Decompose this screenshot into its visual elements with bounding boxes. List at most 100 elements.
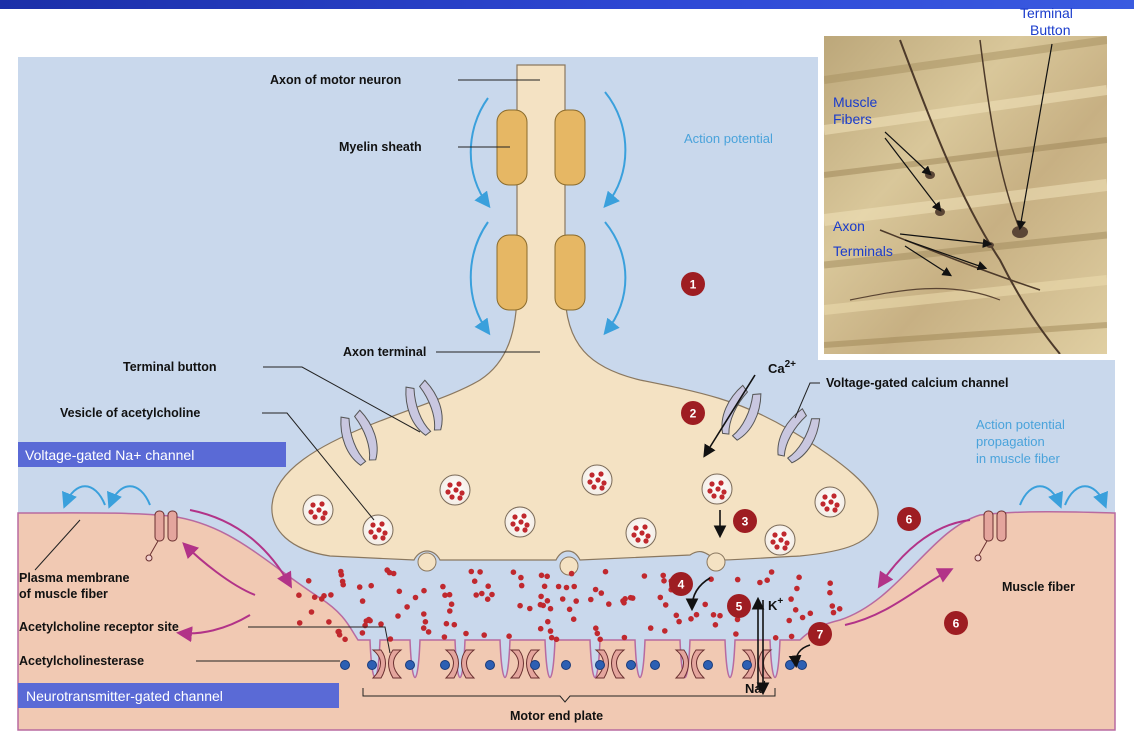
- acetylcholine-molecule: [463, 630, 469, 637]
- acetylcholine-molecule: [468, 568, 475, 575]
- acetylcholine-molecule: [440, 583, 446, 590]
- acetylcholine-molecule: [702, 601, 708, 608]
- acetylcholinesterase-enzyme: [340, 660, 350, 670]
- acetylcholine-molecule: [396, 588, 403, 595]
- calcium-channels: [340, 379, 821, 466]
- acetylcholine-molecule: [537, 601, 544, 608]
- photo-label-axon-terminals-2: Terminals: [833, 243, 893, 259]
- acetylcholine-molecule: [662, 602, 669, 608]
- svg-text:3: 3: [742, 515, 749, 529]
- top-bar: [0, 0, 1134, 9]
- svg-text:6: 6: [953, 617, 960, 631]
- receptor-channels: [371, 649, 773, 679]
- acetylcholine-molecule: [547, 605, 554, 612]
- acetylcholine-receptor: [674, 649, 706, 679]
- svg-text:1: 1: [690, 278, 697, 292]
- photo-label-terminal-button-1: Terminal: [1020, 5, 1073, 21]
- photo-label-axon-terminals-1: Axon: [833, 218, 865, 234]
- label-potassium-ion: K+: [768, 596, 783, 613]
- acetylcholine-molecule: [772, 635, 779, 641]
- acetylcholine-molecule: [647, 625, 654, 631]
- acetylcholine-molecule: [796, 574, 802, 581]
- acetylcholine-molecule: [485, 583, 492, 589]
- local-current-arrows: [176, 509, 971, 643]
- acetylcholinesterase-enzyme: [530, 660, 540, 670]
- acetylcholine-receptor: [594, 649, 626, 679]
- vesicles: [302, 464, 846, 556]
- acetylcholine-molecule: [661, 578, 667, 584]
- acetylcholinesterase-enzyme: [703, 660, 713, 670]
- acetylcholine-molecule: [311, 594, 318, 600]
- acetylcholine-molecule: [484, 596, 491, 602]
- acetylcholinesterase-enzyme: [595, 660, 605, 670]
- acetylcholine-molecule: [555, 583, 562, 590]
- acetylcholinesterase-enzyme: [367, 660, 377, 670]
- acetylcholine-molecule: [764, 577, 770, 583]
- acetylcholine-molecule: [566, 606, 573, 613]
- label-vesicle-of-acetylcholine: Vesicle of acetylcholine: [60, 406, 200, 420]
- label-myelin-sheath: Myelin sheath: [339, 140, 422, 154]
- vesicle: [814, 486, 846, 518]
- acetylcholine-molecule: [563, 584, 570, 591]
- acetylcholine-molecule: [788, 633, 795, 640]
- myelin-sheath-segment: [554, 234, 586, 311]
- acetylcholine-molecule: [688, 616, 694, 622]
- acetylcholine-molecule: [420, 625, 427, 631]
- acetylcholine-molecule: [545, 618, 551, 625]
- release-sites: [417, 552, 726, 576]
- acetylcholine-molecule: [660, 572, 666, 579]
- label-plasma-membrane-2: of muscle fiber: [19, 587, 108, 601]
- acetylcholine-molecule: [712, 622, 719, 628]
- acetylcholine-molecule: [296, 592, 302, 598]
- acetylcholine-molecule: [384, 567, 391, 573]
- micrograph-inset: [824, 36, 1107, 354]
- acetylcholine-molecule: [338, 572, 345, 578]
- neurotransmitter-gated-channel-box: Neurotransmitter-gated channel: [18, 683, 339, 708]
- acetylcholine-molecule: [340, 581, 347, 588]
- acetylcholine-molecule: [321, 593, 327, 599]
- acetylcholine-receptor: [444, 649, 476, 679]
- acetylcholine-molecule: [538, 572, 545, 579]
- axon-action-potential-arrows: [469, 91, 627, 336]
- acetylcholine-molecule: [830, 609, 837, 616]
- acetylcholine-molecule: [621, 634, 628, 641]
- myelin-sheath-segment: [554, 109, 586, 186]
- acetylcholine-molecule: [673, 612, 680, 619]
- vesicle: [302, 494, 334, 526]
- voltage-gated-na-channel-box: Voltage-gated Na+ channel: [18, 442, 286, 467]
- acetylcholine-molecule: [421, 587, 427, 594]
- acetylcholine-molecule: [308, 609, 315, 615]
- acetylcholine-molecule: [594, 630, 601, 637]
- acetylcholine-molecule: [441, 634, 448, 640]
- acetylcholine-molecule: [717, 612, 723, 619]
- acetylcholine-molecule: [827, 589, 833, 596]
- sodium-channels: [145, 510, 1007, 562]
- acetylcholine-molecule: [328, 592, 334, 598]
- acetylcholinesterase-enzyme: [785, 660, 795, 670]
- acetylcholine-molecule: [305, 578, 312, 584]
- photo-label-muscle-fibers-1: Muscle: [833, 94, 878, 110]
- step-marker: 2: [681, 401, 705, 425]
- acetylcholine-molecule: [734, 616, 741, 623]
- acetylcholine-molecule: [807, 610, 814, 617]
- myelin-sheath-segment: [496, 234, 528, 311]
- photo-label-terminal-button-2: Button: [1030, 22, 1070, 38]
- acetylcholinesterase-enzyme: [626, 660, 636, 670]
- acetylcholine-molecule: [395, 613, 401, 619]
- step-marker: 5: [727, 594, 751, 618]
- acetylcholine-molecule: [710, 612, 717, 618]
- acetylcholine-molecule: [768, 569, 775, 575]
- step-marker: 3: [733, 509, 757, 533]
- myelin-sheaths: [496, 109, 586, 311]
- acetylcholine-molecule: [387, 636, 394, 642]
- acetylcholine-molecule: [425, 629, 432, 635]
- label-motor-end-plate: Motor end plate: [510, 709, 603, 723]
- acetylcholine-molecule: [447, 608, 453, 614]
- acetylcholine-molecule: [443, 620, 450, 627]
- leader-lines: [34, 79, 820, 703]
- vesicle: [764, 524, 796, 556]
- acetylcholine-molecule: [517, 602, 523, 609]
- acetylcholine-molecules: [296, 567, 843, 643]
- label-terminal-button: Terminal button: [123, 360, 217, 374]
